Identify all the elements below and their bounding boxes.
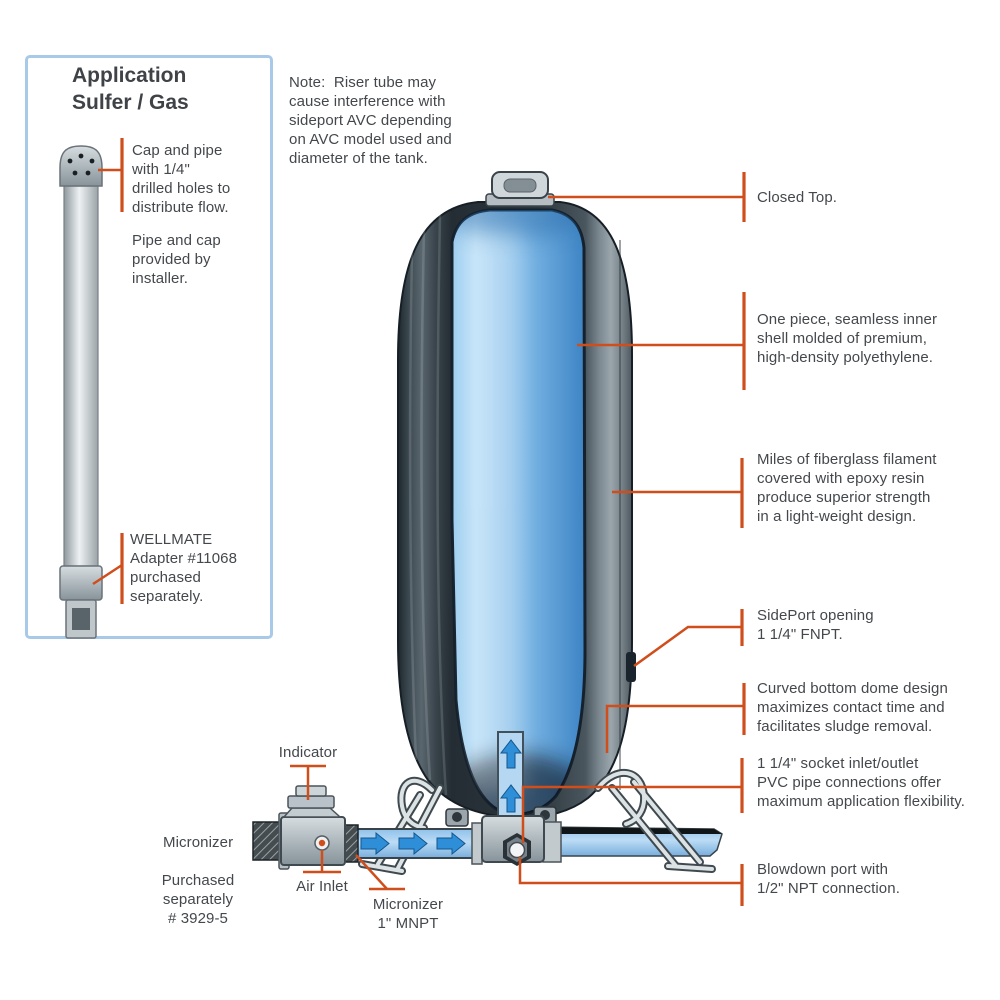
- tee-fitting: [481, 815, 545, 866]
- liner-shading: [452, 210, 585, 815]
- tank-leg-right: [594, 768, 716, 873]
- tank-top-cap: [485, 171, 555, 207]
- callout-lines: [92, 138, 746, 906]
- callout-bottom-dome: Curved bottom dome design maximizes cont…: [757, 680, 948, 735]
- fiberglass-texture: [408, 214, 448, 796]
- inset-pipe-cap: [59, 145, 103, 187]
- callout-inlet-outlet: 1 1/4" socket inlet/outlet PVC pipe conn…: [757, 755, 965, 810]
- label-purchased: Purchased separately # 3929-5: [161, 872, 235, 927]
- inset-cap-note: Cap and pipe with 1/4" drilled holes to …: [132, 142, 231, 216]
- label-air-inlet: Air Inlet: [296, 878, 348, 895]
- inlet-pipe: [337, 822, 483, 865]
- callout-closed-top: Closed Top.: [757, 189, 838, 206]
- inset-pipe-body: [63, 185, 99, 567]
- indicator-cap: [287, 785, 335, 809]
- riser-note: Note: Riser tube may cause interference …: [289, 74, 452, 167]
- micronizer-assembly: [252, 785, 346, 870]
- inset-adapter-note: WELLMATE Adapter #11068 purchased separa…: [130, 531, 238, 605]
- inset-pipe-illustration: [59, 145, 103, 639]
- label-micronizer-port: Micronizer 1" MNPT: [372, 896, 444, 932]
- label-micronizer: Micronizer: [163, 834, 234, 851]
- inset-adapter: [59, 565, 103, 639]
- inset-title: Application Sulfer / Gas: [72, 64, 189, 114]
- callout-fiberglass: Miles of fiberglass filament covered wit…: [757, 451, 937, 525]
- callout-sideport: SidePort opening 1 1/4" FNPT.: [757, 607, 874, 643]
- inset-installer-note: Pipe and cap provided by installer.: [132, 232, 221, 287]
- riser-flow-arrows: [499, 739, 523, 813]
- label-indicator: Indicator: [278, 744, 338, 761]
- callout-inner-shell: One piece, seamless inner shell molded o…: [757, 311, 938, 366]
- pipe-flow-arrows: [360, 831, 466, 856]
- leg-mount-nuts: [445, 806, 557, 827]
- drilled-holes: [67, 153, 95, 176]
- riser-tube: [497, 731, 524, 825]
- callout-blowdown: Blowdown port with 1/2" NPT connection.: [757, 861, 900, 897]
- sideport-opening: [626, 652, 636, 682]
- air-inlet-port: [314, 835, 330, 851]
